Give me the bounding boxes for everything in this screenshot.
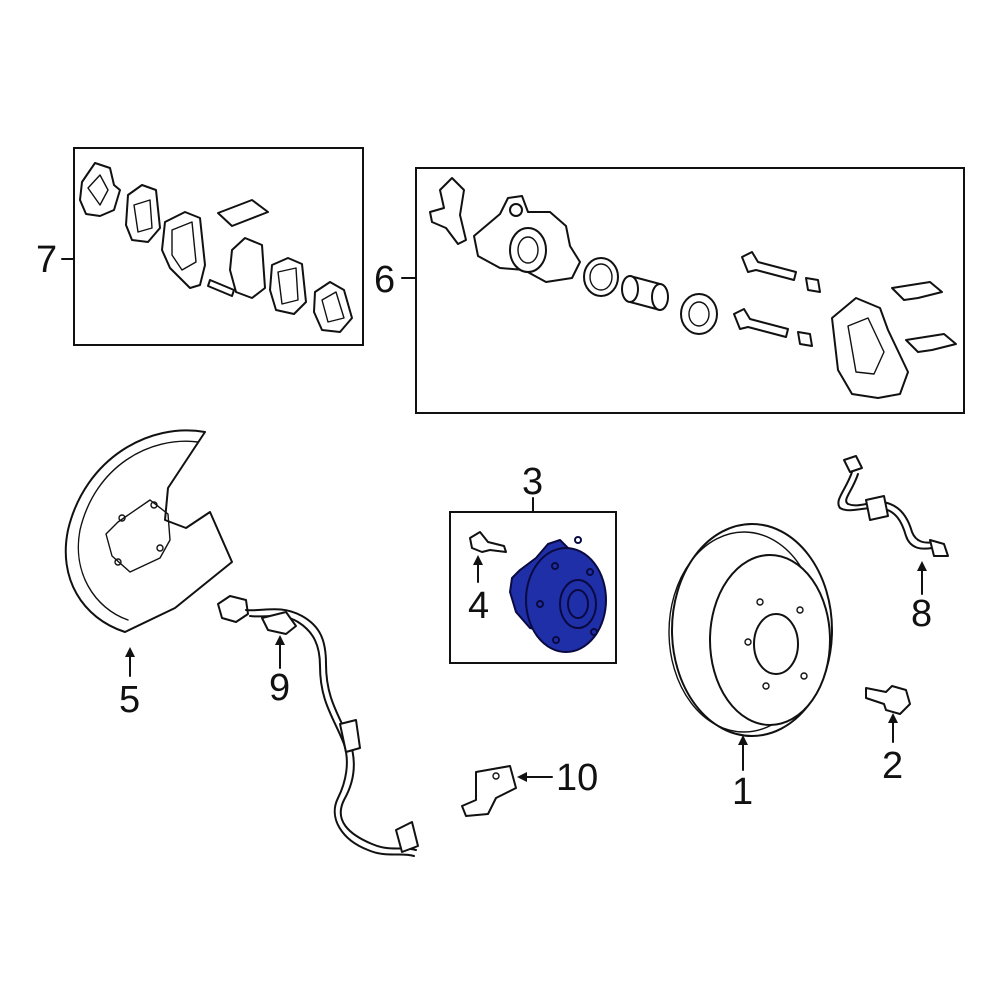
splash-shield-part[interactable]: 5 [64, 429, 233, 721]
caliper-assembly-part[interactable]: 6 [374, 167, 965, 414]
hub-assembly-part[interactable]: 3 [449, 461, 617, 664]
callout-6: 6 [374, 259, 395, 301]
callout-9: 9 [269, 667, 290, 709]
rotor-part[interactable]: 1 [668, 523, 833, 813]
caliper-assembly-box [415, 167, 965, 414]
callout-7: 7 [36, 239, 57, 281]
abs-sensor-part[interactable]: 9 [217, 595, 419, 857]
callout-4: 4 [468, 585, 489, 627]
callout-10: 10 [556, 757, 598, 799]
callout-8: 8 [911, 593, 932, 635]
sensor-bracket-part[interactable]: 10 [461, 757, 598, 817]
brake-hose-part[interactable]: 8 [837, 455, 949, 635]
callout-1: 1 [732, 771, 753, 813]
hub-assembly-highlight [509, 536, 607, 653]
callout-5: 5 [119, 679, 140, 721]
brake-pads-box [73, 147, 364, 346]
hub-bolt-part[interactable]: 4 [468, 531, 507, 627]
callout-2: 2 [882, 745, 903, 787]
brake-pads-part[interactable]: 7 [36, 147, 364, 346]
rotor-bolt-part[interactable]: 2 [865, 685, 911, 787]
callout-3: 3 [522, 461, 543, 503]
